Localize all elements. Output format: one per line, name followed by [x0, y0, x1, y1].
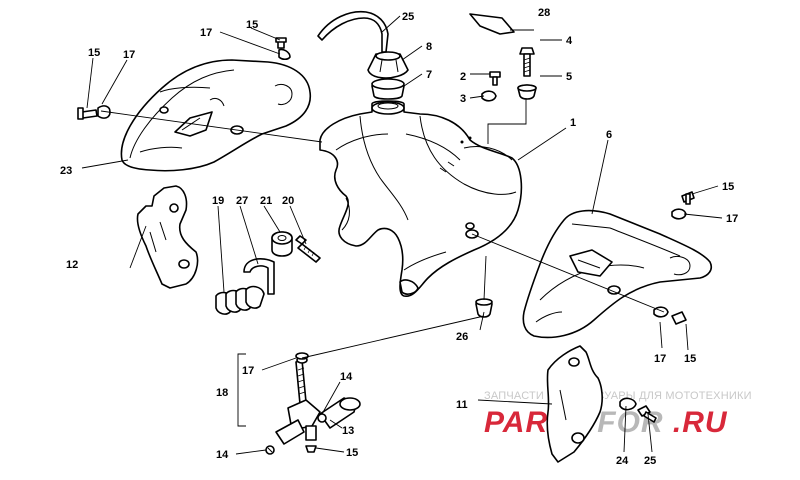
callout-3: 3 [460, 93, 466, 105]
bolt-9-right-top [681, 191, 695, 205]
callout-9-top: 15 [246, 19, 258, 31]
callout-28: 28 [538, 7, 550, 19]
callout-17: 17 [242, 365, 254, 377]
watermark-logo-for: FOR [597, 406, 663, 439]
callout-10-top: 17 [200, 27, 212, 39]
callout-10-left: 17 [123, 49, 135, 61]
bolt-9-left [77, 107, 98, 120]
half-clamp [243, 258, 275, 295]
callout-7: 7 [426, 69, 432, 81]
callout-9-left: 15 [88, 47, 100, 59]
cap-gasket [371, 78, 405, 100]
callout-15: 15 [346, 447, 358, 459]
o-ring-17 [295, 352, 309, 360]
small-plate [469, 13, 515, 35]
watermark-logo-ru: .RU [673, 406, 728, 439]
bolt-9-top [275, 37, 291, 61]
clip-3 [481, 90, 497, 102]
callout-24: 25 [644, 455, 656, 467]
leader-lines [81, 15, 723, 455]
callout-12: 12 [66, 259, 78, 271]
bolt-20 [295, 235, 321, 263]
spring-clips [215, 285, 265, 315]
callout-19: 19 [212, 195, 224, 207]
washer-5 [517, 84, 537, 100]
callout-23: 24 [616, 455, 629, 467]
callout-21: 21 [260, 195, 272, 207]
rubber-bush [271, 231, 293, 257]
fuel-tank [319, 100, 523, 297]
breather-hose [317, 10, 389, 53]
callout-1: 1 [570, 117, 576, 129]
callout-4: 4 [566, 35, 573, 47]
callout-20: 20 [282, 195, 294, 207]
grommet-23 [619, 397, 637, 411]
callout-10-right-top: 17 [726, 213, 738, 225]
callout-5: 5 [566, 71, 572, 83]
callout-14-upper: 14 [340, 371, 353, 383]
callout-2: 2 [460, 71, 466, 83]
tank-grommet [475, 298, 493, 318]
callout-18: 18 [216, 387, 228, 399]
right-bracket [546, 345, 603, 463]
screw-14-upper [317, 413, 327, 423]
left-side-cover [120, 59, 312, 172]
callout-labels: 15 17 17 15 23 25 8 7 28 4 5 2 3 1 6 15 … [60, 7, 738, 467]
watermark: ЗАПЧАСТИ И АКСЕССУАРЫ ДЛЯ МОТОТЕХНИКИ PA… [484, 390, 752, 439]
screw-2 [489, 71, 501, 86]
callout-27: 27 [236, 195, 248, 207]
grommet-10-right-top [671, 208, 687, 220]
screw-14-lower [265, 445, 275, 455]
callout-6: 6 [606, 129, 612, 141]
callout-11: 11 [456, 399, 468, 411]
filler-cap [367, 51, 409, 79]
right-side-cover [522, 209, 713, 339]
callout-10-right-low: 17 [654, 353, 666, 365]
left-bracket [136, 185, 199, 289]
callout-25: 25 [402, 11, 414, 23]
fuel-tap-assembly [275, 356, 361, 445]
callout-22: 23 [60, 165, 72, 177]
bolt-9-right-low [671, 311, 687, 325]
callout-8: 8 [426, 41, 432, 53]
callout-14-lower: 14 [216, 449, 229, 461]
bolt-24 [637, 405, 657, 423]
watermark-tagline: ЗАПЧАСТИ И АКСЕССУАРЫ ДЛЯ МОТОТЕХНИКИ [484, 390, 752, 402]
bolt-4 [519, 47, 535, 77]
screw-15 [305, 445, 317, 453]
callout-26: 26 [456, 331, 468, 343]
callout-13: 13 [342, 425, 354, 437]
bracket-18 [237, 353, 246, 427]
watermark-logo: PARTS FOR .RU [484, 406, 728, 439]
callout-9-right-top: 15 [722, 181, 734, 193]
callout-9-right-low: 15 [684, 353, 696, 365]
